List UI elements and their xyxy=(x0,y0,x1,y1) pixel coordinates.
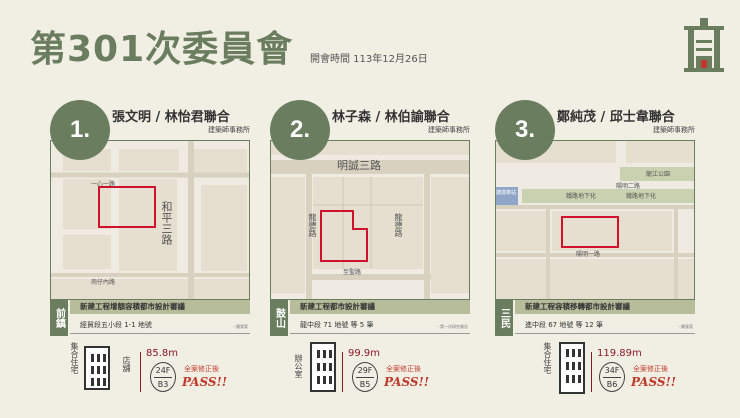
pass-label: PASS!! xyxy=(384,375,430,389)
case-number: 3. xyxy=(495,100,555,160)
height-line xyxy=(342,352,343,392)
pass-note: 全案修正後 xyxy=(184,365,219,373)
review-type: 新建工程容積移轉都市設計審議 xyxy=(515,300,695,314)
case-number: 1. xyxy=(50,100,110,160)
road-label: 一心一路 xyxy=(91,181,116,188)
building-use: 集合住宅 xyxy=(70,342,79,374)
building-icon xyxy=(84,346,110,390)
building-summary: 辦公室 99.9m 29F B5 全案修正後 PASS!! xyxy=(270,342,470,412)
floors-below: B3 xyxy=(157,380,169,389)
parcel-number: 進中段 67 地號 等 12 筆 xyxy=(525,321,603,329)
floors-above: 24F xyxy=(154,364,172,378)
page-title: 第301次委員會 xyxy=(30,29,294,70)
district-label: 鼓山 xyxy=(270,300,288,336)
review-type: 新建工程增額容積都市設計審議 xyxy=(70,300,250,314)
pass-label: PASS!! xyxy=(182,375,228,389)
parcel-number: 龍中段 71 地號 等 5 筆 xyxy=(300,321,374,329)
pass-label: PASS!! xyxy=(631,375,677,389)
road-label: 至聖路 xyxy=(343,269,362,276)
building-height: 99.9m xyxy=(348,348,381,359)
road-label: 陽明二路 xyxy=(616,183,641,190)
map-label: 龍江公園 xyxy=(646,171,671,178)
building-use: 辦公室 xyxy=(294,354,303,378)
parcel-info: 龍中段 71 地號 等 5 筆 ・第一次研究報告 xyxy=(290,316,470,334)
building-use: 集合住宅 xyxy=(543,342,552,374)
floors-above: 34F xyxy=(603,364,621,378)
case-number: 2. xyxy=(270,100,330,160)
road-label: 和平三路 xyxy=(160,201,173,245)
district-label: 前鎮 xyxy=(50,300,68,336)
map-label: 鐵路地下化 xyxy=(626,193,657,200)
floor-count: 24F B3 xyxy=(150,362,176,392)
case-card-1: 1. 張文明 / 林怡君聯合 建築師事務所 一心一路 和平三路 崗仔內路 前鎮 … xyxy=(50,100,250,418)
floors-below: B5 xyxy=(359,380,371,389)
map-label: 鐵路地下化 xyxy=(566,193,597,200)
site-map: 一心一路 和平三路 崗仔內路 xyxy=(50,140,250,300)
building-use: 店舖 xyxy=(122,356,131,372)
architect-name: 林子森 / 林伯諭聯合 xyxy=(332,110,450,125)
case-card-2: 2. 林子森 / 林伯諭聯合 建築師事務所 明誠三路 龍德路 龍德路 至聖路 鼓… xyxy=(270,100,470,418)
parcel-info: 經貿段五小段 1-1 地號 ・開發案 xyxy=(70,316,250,334)
road-label: 龍德路 xyxy=(308,213,317,237)
road-label: 明誠三路 xyxy=(337,159,381,172)
parcel-number: 經貿段五小段 1-1 地號 xyxy=(80,321,152,329)
review-type: 新建工程都市設計審議 xyxy=(290,300,470,314)
building-height: 119.89m xyxy=(597,348,642,359)
floor-count: 34F B6 xyxy=(599,362,625,392)
building-summary: 集合住宅 119.89m 34F B6 全案修正後 PASS!! xyxy=(495,342,695,412)
parcel-info: 進中段 67 地號 等 12 筆 ・開發案 xyxy=(515,316,695,334)
road-label: 崗仔內路 xyxy=(91,279,116,286)
height-line xyxy=(140,352,141,392)
floor-count: 29F B5 xyxy=(352,362,378,392)
road-label: 龍德路 xyxy=(394,213,403,237)
architect-name: 張文明 / 林怡君聯合 xyxy=(112,110,230,125)
road-label: 陽明一路 xyxy=(576,251,601,258)
parcel-note: ・開發案 xyxy=(232,324,248,329)
architect-firm: 建築師事務所 xyxy=(428,126,470,134)
site-map: 明誠三路 龍德路 龍德路 至聖路 xyxy=(270,140,470,300)
city-logo-icon xyxy=(684,18,724,72)
architect-name: 鄭純茂 / 邱士韋聯合 xyxy=(557,110,675,125)
building-icon xyxy=(559,342,585,394)
architect-firm: 建築師事務所 xyxy=(653,126,695,134)
floors-below: B6 xyxy=(606,380,618,389)
parcel-note: ・第一次研究報告 xyxy=(436,324,468,329)
parcel-note: ・開發案 xyxy=(677,324,693,329)
building-height: 85.8m xyxy=(146,348,179,359)
map-label: 捷運車站 xyxy=(496,190,517,196)
district-label: 三民 xyxy=(495,300,513,336)
meeting-date: 開會時間 113年12月26日 xyxy=(310,54,428,65)
building-summary: 集合住宅 店舖 85.8m 24F B3 全案修正後 PASS!! xyxy=(50,342,250,412)
building-icon xyxy=(310,342,336,392)
site-map: 龍江公園 鐵路地下化 鐵路地下化 捷運車站 陽明二路 陽明一路 xyxy=(495,140,695,300)
pass-note: 全案修正後 xyxy=(386,365,421,373)
floors-above: 29F xyxy=(356,364,374,378)
case-card-3: 3. 鄭純茂 / 邱士韋聯合 建築師事務所 龍江公園 鐵路地下化 鐵路地下化 捷… xyxy=(495,100,695,418)
height-line xyxy=(591,352,592,392)
architect-firm: 建築師事務所 xyxy=(208,126,250,134)
pass-note: 全案修正後 xyxy=(633,365,668,373)
